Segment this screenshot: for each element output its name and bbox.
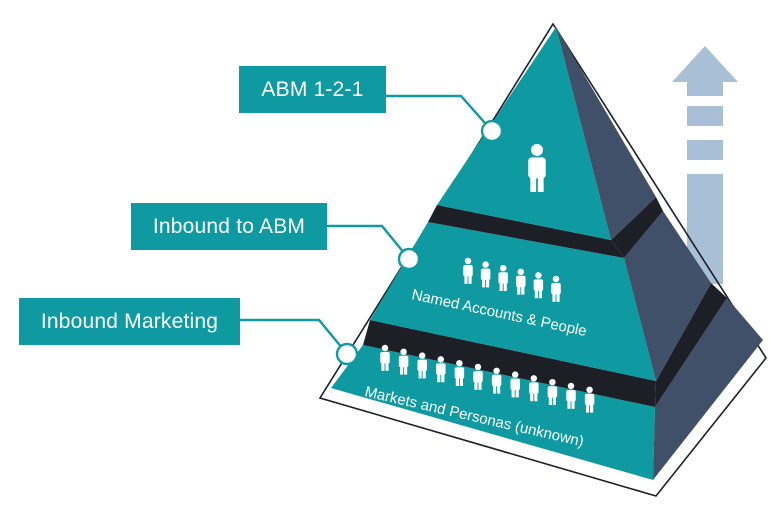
person-icon	[473, 363, 483, 390]
up-arrow-icon	[672, 46, 738, 284]
person-icon	[529, 375, 539, 402]
person-icon	[491, 367, 502, 394]
callout-abm-1-2-1: ABM 1-2-1	[239, 66, 386, 113]
people-group-bottom	[380, 344, 595, 413]
person-icon	[510, 371, 520, 398]
person-icon	[584, 386, 595, 413]
person-icon	[547, 378, 558, 405]
connector-lines	[240, 94, 493, 355]
pyramid-tier-bottom	[331, 298, 763, 480]
pyramid-tier-top	[437, 27, 656, 240]
person-icon	[454, 359, 465, 386]
pyramid-tier-middle	[370, 211, 711, 381]
person-icon	[516, 268, 526, 295]
person-icon	[528, 144, 546, 192]
pyramid-band-upper	[428, 197, 663, 258]
person-icon	[551, 275, 561, 302]
person-icon	[498, 264, 508, 291]
connector-nodes	[335, 119, 504, 366]
connector-line-middle	[327, 224, 410, 260]
callout-inbound-to-abm: Inbound to ABM	[131, 203, 327, 250]
callout-inbound-marketing: Inbound Marketing	[19, 298, 240, 345]
people-group-top	[528, 144, 546, 192]
person-icon	[436, 356, 446, 383]
connector-line-bottom	[240, 318, 348, 355]
people-group-middle	[463, 257, 561, 302]
person-icon	[480, 261, 491, 288]
pyramid-band-lower	[363, 283, 727, 407]
person-icon	[566, 382, 576, 409]
person-icon	[533, 272, 544, 299]
connector-node-icon	[397, 247, 421, 271]
person-icon	[417, 352, 427, 379]
person-icon	[463, 257, 473, 284]
person-icon	[398, 348, 409, 375]
connector-node-icon	[480, 119, 504, 143]
connector-line-top	[386, 94, 493, 132]
connector-node-icon	[335, 342, 359, 366]
person-icon	[380, 344, 390, 371]
